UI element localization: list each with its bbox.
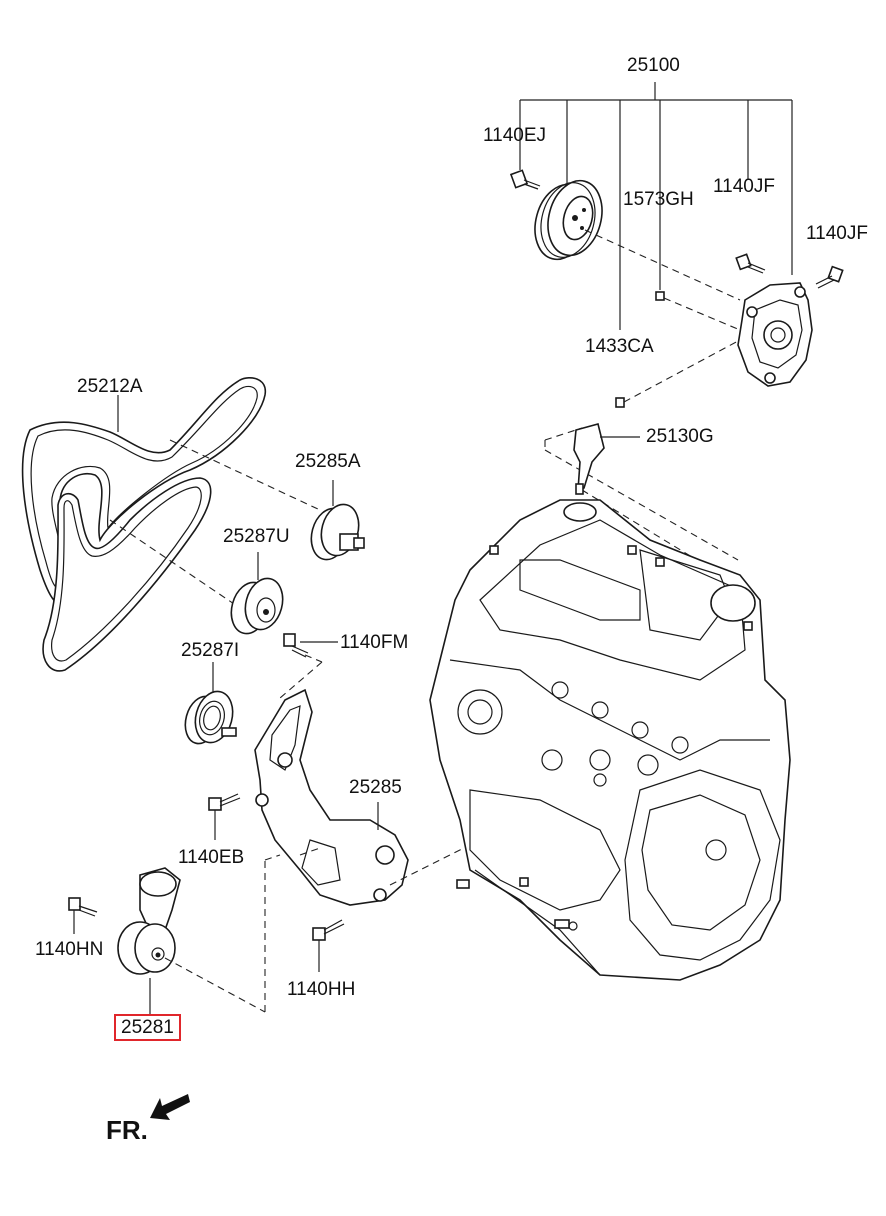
label-1140hn[interactable]: 1140HN: [35, 939, 104, 960]
label-25285a[interactable]: 25285A: [295, 451, 361, 472]
pin-1433ca: [615, 397, 625, 408]
pin-1573gh: [655, 291, 665, 301]
label-25100[interactable]: 25100: [627, 55, 680, 76]
idler-pulley-25287u: [230, 552, 284, 635]
label-25281-highlighted[interactable]: 25281: [114, 1014, 181, 1041]
label-1573gh[interactable]: 1573GH: [623, 189, 694, 210]
label-25287u[interactable]: 25287U: [223, 526, 290, 547]
bolt-1140jf-a: [735, 253, 766, 274]
bolt-1140ej: [509, 169, 541, 190]
engine-block: [429, 499, 791, 981]
label-1140jf-b[interactable]: 1140JF: [806, 223, 868, 244]
label-1140fm[interactable]: 1140FM: [340, 632, 409, 653]
bolt-1140hh: [312, 919, 345, 972]
label-25130g[interactable]: 25130G: [646, 426, 714, 447]
label-1140eb[interactable]: 1140EB: [178, 847, 245, 868]
water-pump-pulley: [534, 179, 603, 261]
bolt-1140hn: [68, 897, 98, 934]
label-1433ca[interactable]: 1433CA: [585, 336, 654, 357]
drive-belt-25212a: [21, 377, 266, 672]
label-25212a[interactable]: 25212A: [77, 376, 143, 397]
front-arrow-icon: [150, 1094, 190, 1120]
label-25287i[interactable]: 25287I: [181, 640, 240, 661]
tensioner-25281: [117, 867, 181, 1015]
bracket-25285: [254, 688, 409, 906]
label-1140hh[interactable]: 1140HH: [287, 979, 356, 1000]
front-direction-label: FR.: [106, 1115, 148, 1145]
label-1140jf-a[interactable]: 1140JF: [713, 176, 775, 197]
bolt-1140eb: [208, 793, 241, 840]
leader-25100: [519, 82, 793, 330]
gasket-25130g: [573, 423, 640, 495]
idler-pulley-25287i: [184, 662, 237, 745]
idler-pulley-25285a: [310, 480, 365, 561]
label-25285[interactable]: 25285: [349, 777, 402, 798]
bolt-1140jf-b: [815, 265, 844, 289]
bolt-1140fm: [283, 633, 338, 658]
water-pump-housing: [737, 282, 813, 387]
label-1140ej[interactable]: 1140EJ: [483, 125, 547, 146]
